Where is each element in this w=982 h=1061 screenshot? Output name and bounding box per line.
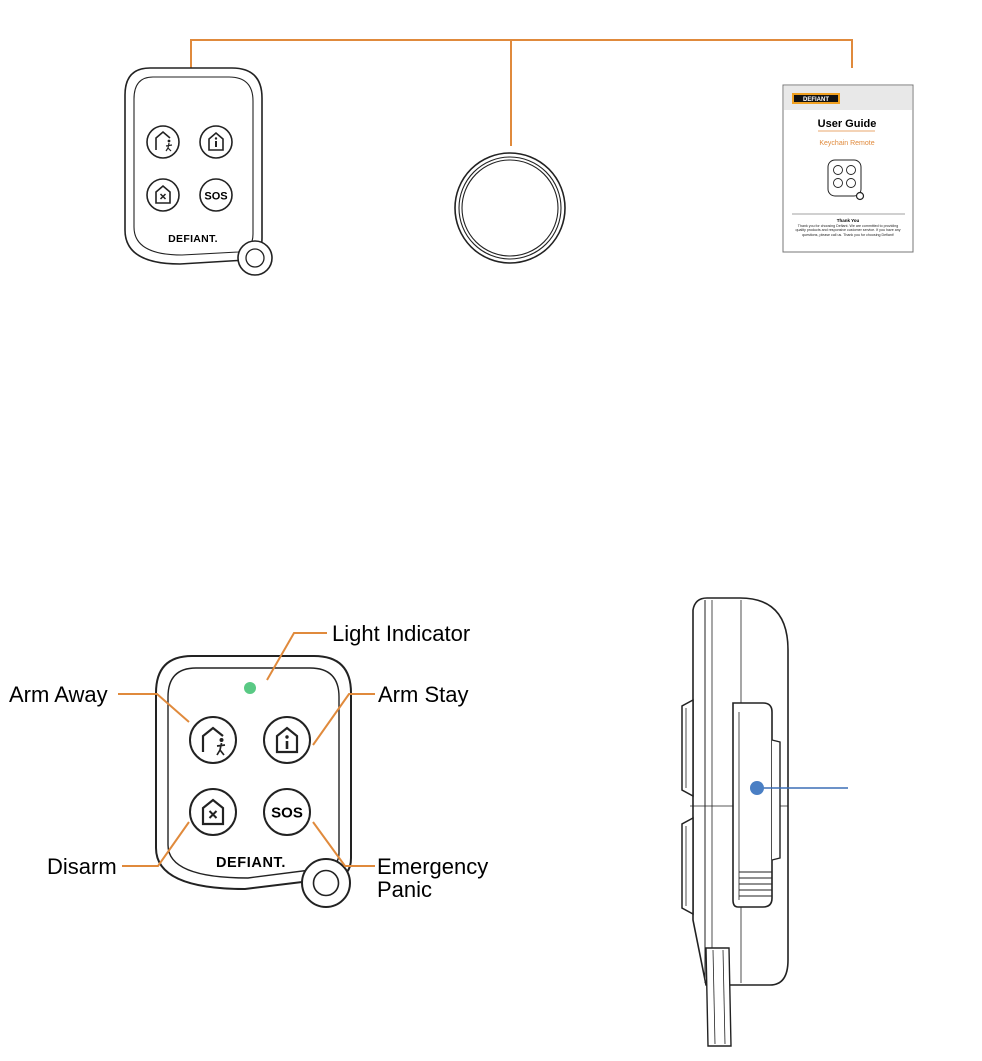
- house-x-icon: [201, 798, 225, 826]
- arm-away-button: [189, 716, 237, 764]
- guide-footer-text: Thank you for choosing Defiant. We are c…: [795, 224, 901, 237]
- package-disarm-button: [146, 178, 180, 212]
- arm-stay-label: Arm Stay: [378, 682, 468, 707]
- package-sos-button: [199, 178, 233, 212]
- light-indicator-label: Light Indicator: [332, 621, 470, 646]
- sos-button: [263, 788, 311, 836]
- package-remote: [124, 67, 273, 276]
- callout-leaders: [118, 632, 375, 867]
- package-brand-text: DEFIANT.: [168, 233, 218, 245]
- remote-brand-text: DEFIANT.: [216, 855, 286, 871]
- contents-bracket: [190, 39, 853, 146]
- ring-icon: [454, 152, 566, 264]
- emergency-label: Emergency: [377, 854, 488, 879]
- sos-icon: SOS: [271, 805, 303, 822]
- guide-footer-title: Thank You: [837, 218, 860, 223]
- arm-stay-button: [263, 716, 311, 764]
- guide-brand-text: DEFIANT: [803, 97, 829, 103]
- user-guide-booklet: [782, 84, 914, 253]
- arm-away-label: Arm Away: [9, 682, 108, 707]
- disarm-label: Disarm: [47, 854, 117, 879]
- guide-footer-text-box: Thank you for choosing Defiant. We are c…: [795, 224, 901, 237]
- indicator-light-icon: [244, 682, 256, 694]
- package-sos-text: SOS: [204, 191, 227, 203]
- guide-title: User Guide: [818, 118, 877, 130]
- package-arm-away-button: [146, 125, 180, 159]
- remote-front-view: [155, 655, 352, 908]
- clip-pointer: [750, 781, 848, 795]
- disarm-button: [189, 788, 237, 836]
- panic-label: Panic: [377, 877, 432, 902]
- remote-side-view: [681, 597, 789, 1047]
- house-person-icon: [201, 726, 226, 756]
- house-info-icon: [275, 726, 299, 754]
- guide-subtitle: Keychain Remote: [819, 140, 874, 147]
